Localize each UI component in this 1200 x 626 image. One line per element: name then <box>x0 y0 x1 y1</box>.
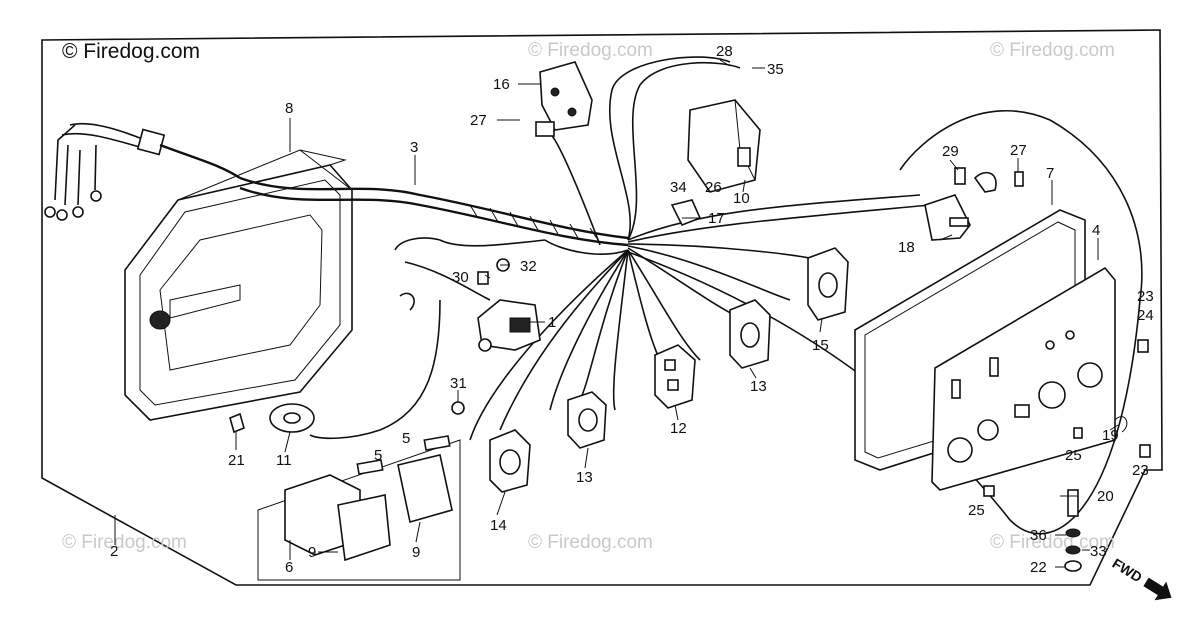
callout-5-right: 5 <box>402 430 410 447</box>
connector-block <box>535 61 593 137</box>
callout-26: 26 <box>705 179 722 196</box>
callout-30: 30 <box>452 269 469 286</box>
toggle-switch <box>924 194 971 241</box>
control-panel <box>931 266 1116 491</box>
callout-20: 20 <box>1097 488 1114 505</box>
callout-7: 7 <box>1046 165 1054 182</box>
callout-22: 22 <box>1030 559 1047 576</box>
wire-clamp <box>954 167 1024 193</box>
duplex-outlet <box>654 344 696 409</box>
callout-4: 4 <box>1092 222 1100 239</box>
callout-3: 3 <box>410 139 418 156</box>
callout-25-left: 25 <box>968 502 985 519</box>
control-box-housing <box>124 149 353 421</box>
callout-27-top: 27 <box>470 112 487 129</box>
callout-32: 32 <box>520 258 537 275</box>
outlet-receptacle-13-upper <box>729 299 771 369</box>
callout-12: 12 <box>670 420 687 437</box>
callout-14: 14 <box>490 517 507 534</box>
callout-25-right: 25 <box>1065 447 1082 464</box>
main-wire-harness <box>239 56 1143 535</box>
callout-9-right: 9 <box>412 544 420 561</box>
control-unit-group <box>257 435 461 581</box>
callout-19: 19 <box>1102 427 1119 444</box>
callout-2: 2 <box>110 543 118 560</box>
callout-5-left: 5 <box>374 447 382 464</box>
callout-29: 29 <box>942 143 959 160</box>
callout-10: 10 <box>733 190 750 207</box>
callout-16: 16 <box>493 76 510 93</box>
callout-leader-lines <box>114 59 1119 568</box>
outlet-receptacle-14 <box>489 429 531 493</box>
forward-direction-indicator: FWD <box>1110 555 1172 601</box>
callout-labels: 1 2 3 4 5 5 6 7 8 9 9 10 11 12 13 13 14 … <box>110 43 1154 576</box>
callout-34: 34 <box>670 179 687 196</box>
watermark-bottom-center: © Firedog.com <box>528 532 653 553</box>
callout-13-lower: 13 <box>576 469 593 486</box>
watermark-top-center: © Firedog.com <box>528 40 653 61</box>
callout-8: 8 <box>285 100 293 117</box>
outlet-receptacle-15 <box>807 247 849 321</box>
watermark-bottom-right: © Firedog.com <box>990 532 1115 553</box>
callout-24: 24 <box>1137 307 1154 324</box>
solenoid-relay <box>477 299 541 352</box>
callout-36: 36 <box>1030 527 1047 544</box>
callout-23-lower: 23 <box>1132 462 1149 479</box>
callout-1: 1 <box>548 314 556 331</box>
ground-lead-wires <box>44 122 241 221</box>
fwd-label: FWD <box>1110 555 1146 585</box>
callout-17: 17 <box>708 210 725 227</box>
callout-15: 15 <box>812 337 829 354</box>
circuit-breaker <box>687 99 761 193</box>
small-toggle-switch <box>670 199 702 227</box>
callout-35: 35 <box>767 61 784 78</box>
callout-31: 31 <box>450 375 467 392</box>
wire-clip-21 <box>229 412 245 434</box>
mounting-hardware <box>983 339 1151 572</box>
callout-13-upper: 13 <box>750 378 767 395</box>
callout-6: 6 <box>285 559 293 576</box>
hardware-30-31-32 <box>399 258 510 415</box>
diagram-frame <box>41 29 1163 586</box>
callout-11: 11 <box>276 452 292 469</box>
callout-18: 18 <box>898 239 915 256</box>
watermark-bottom-left: © Firedog.com <box>62 532 187 553</box>
callout-27-right: 27 <box>1010 142 1027 159</box>
outlet-receptacle-13-lower <box>567 391 607 449</box>
watermark-top-right: © Firedog.com <box>990 40 1115 61</box>
callout-21: 21 <box>228 452 245 469</box>
callout-9-left: 9 <box>308 544 316 561</box>
rubber-grommet <box>269 403 315 433</box>
watermark-main: © Firedog.com <box>62 40 200 63</box>
callout-28: 28 <box>716 43 733 60</box>
callout-33: 33 <box>1090 543 1107 560</box>
callout-23-upper: 23 <box>1137 288 1154 305</box>
